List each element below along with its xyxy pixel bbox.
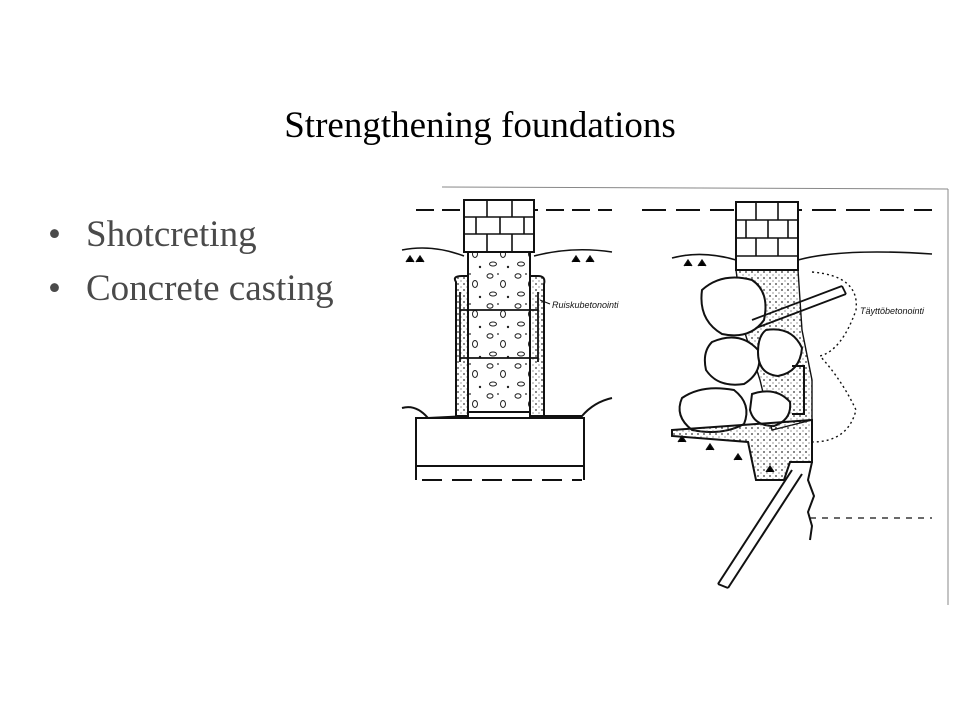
fill-concrete-detail: Täyttöbetonointi [642,201,933,589]
shotcrete-detail: Ruiskubetonointi [401,199,620,481]
bullet-shotcreting: • Shotcreting [48,208,334,262]
bullet-dot-icon: • [48,214,61,255]
bullet-concrete-casting: • Concrete casting [48,262,334,316]
fill-concrete-label: Täyttöbetonointi [860,306,925,316]
bullet-list: • Shotcreting • Concrete casting [48,208,334,316]
slide-title: Strengthening foundations [284,105,676,146]
shotcrete-label: Ruiskubetonointi [552,300,620,310]
foundation-diagram: Ruiskubetonointi [401,186,949,605]
bullet-dot-icon: • [48,268,61,309]
paper-edge [441,186,949,605]
bullet-text: Concrete casting [86,268,334,309]
bullet-text: Shotcreting [86,214,257,255]
